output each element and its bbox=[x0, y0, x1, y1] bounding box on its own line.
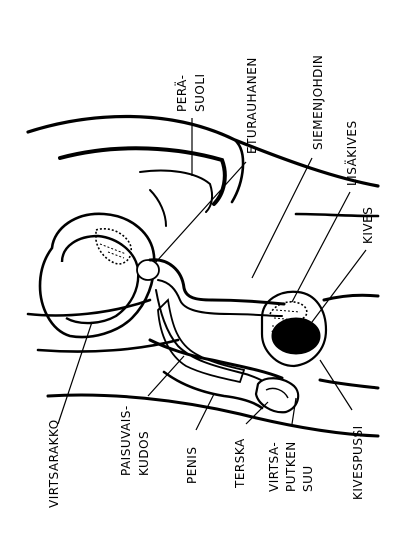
thigh-lower bbox=[320, 380, 378, 388]
leader-penis bbox=[196, 394, 214, 430]
testis bbox=[272, 318, 320, 354]
seminal-vesicle bbox=[96, 229, 131, 264]
label-kives: KIVES bbox=[361, 207, 375, 244]
label-pera: PERÄ- bbox=[174, 75, 189, 112]
leader-paisuvais bbox=[148, 356, 184, 396]
leader-lisakives bbox=[292, 192, 350, 302]
label-siemenjohdin: SIEMENJOHDIN bbox=[311, 55, 325, 150]
label-virtsarakko: VIRTSARAKKO bbox=[47, 419, 61, 508]
label-penis: PENIS bbox=[185, 447, 199, 484]
label-paisuvais: PAISUVAIS- bbox=[119, 405, 133, 476]
label-kudos: KUDOS bbox=[137, 431, 151, 476]
lower-body-line bbox=[48, 395, 378, 436]
leader-kives bbox=[306, 250, 366, 330]
rectum-lower bbox=[150, 190, 166, 226]
urethra bbox=[156, 290, 276, 390]
label-suu: SUU bbox=[301, 465, 315, 492]
back-outline bbox=[28, 116, 378, 186]
label-terska: TERSKA bbox=[233, 438, 247, 489]
label-virtsa: VIRTSA- bbox=[267, 442, 281, 492]
label-suoli: SUOLI bbox=[193, 73, 207, 112]
leader-siemenjohdin bbox=[252, 158, 312, 278]
rectum-outer bbox=[60, 148, 225, 204]
leader-eturauhanen bbox=[156, 162, 246, 262]
prostate-gland bbox=[137, 260, 159, 280]
label-eturauhanen: ETURAUHANEN bbox=[245, 57, 259, 154]
label-putken: PUTKEN bbox=[284, 441, 298, 492]
label-lisakives: LISÄKIVES bbox=[344, 120, 359, 186]
vas-deferens bbox=[150, 260, 284, 304]
bladder-inner bbox=[62, 236, 138, 323]
label-kivespussi: KIVESPUSSI bbox=[351, 425, 365, 500]
leader-lines bbox=[58, 118, 366, 430]
